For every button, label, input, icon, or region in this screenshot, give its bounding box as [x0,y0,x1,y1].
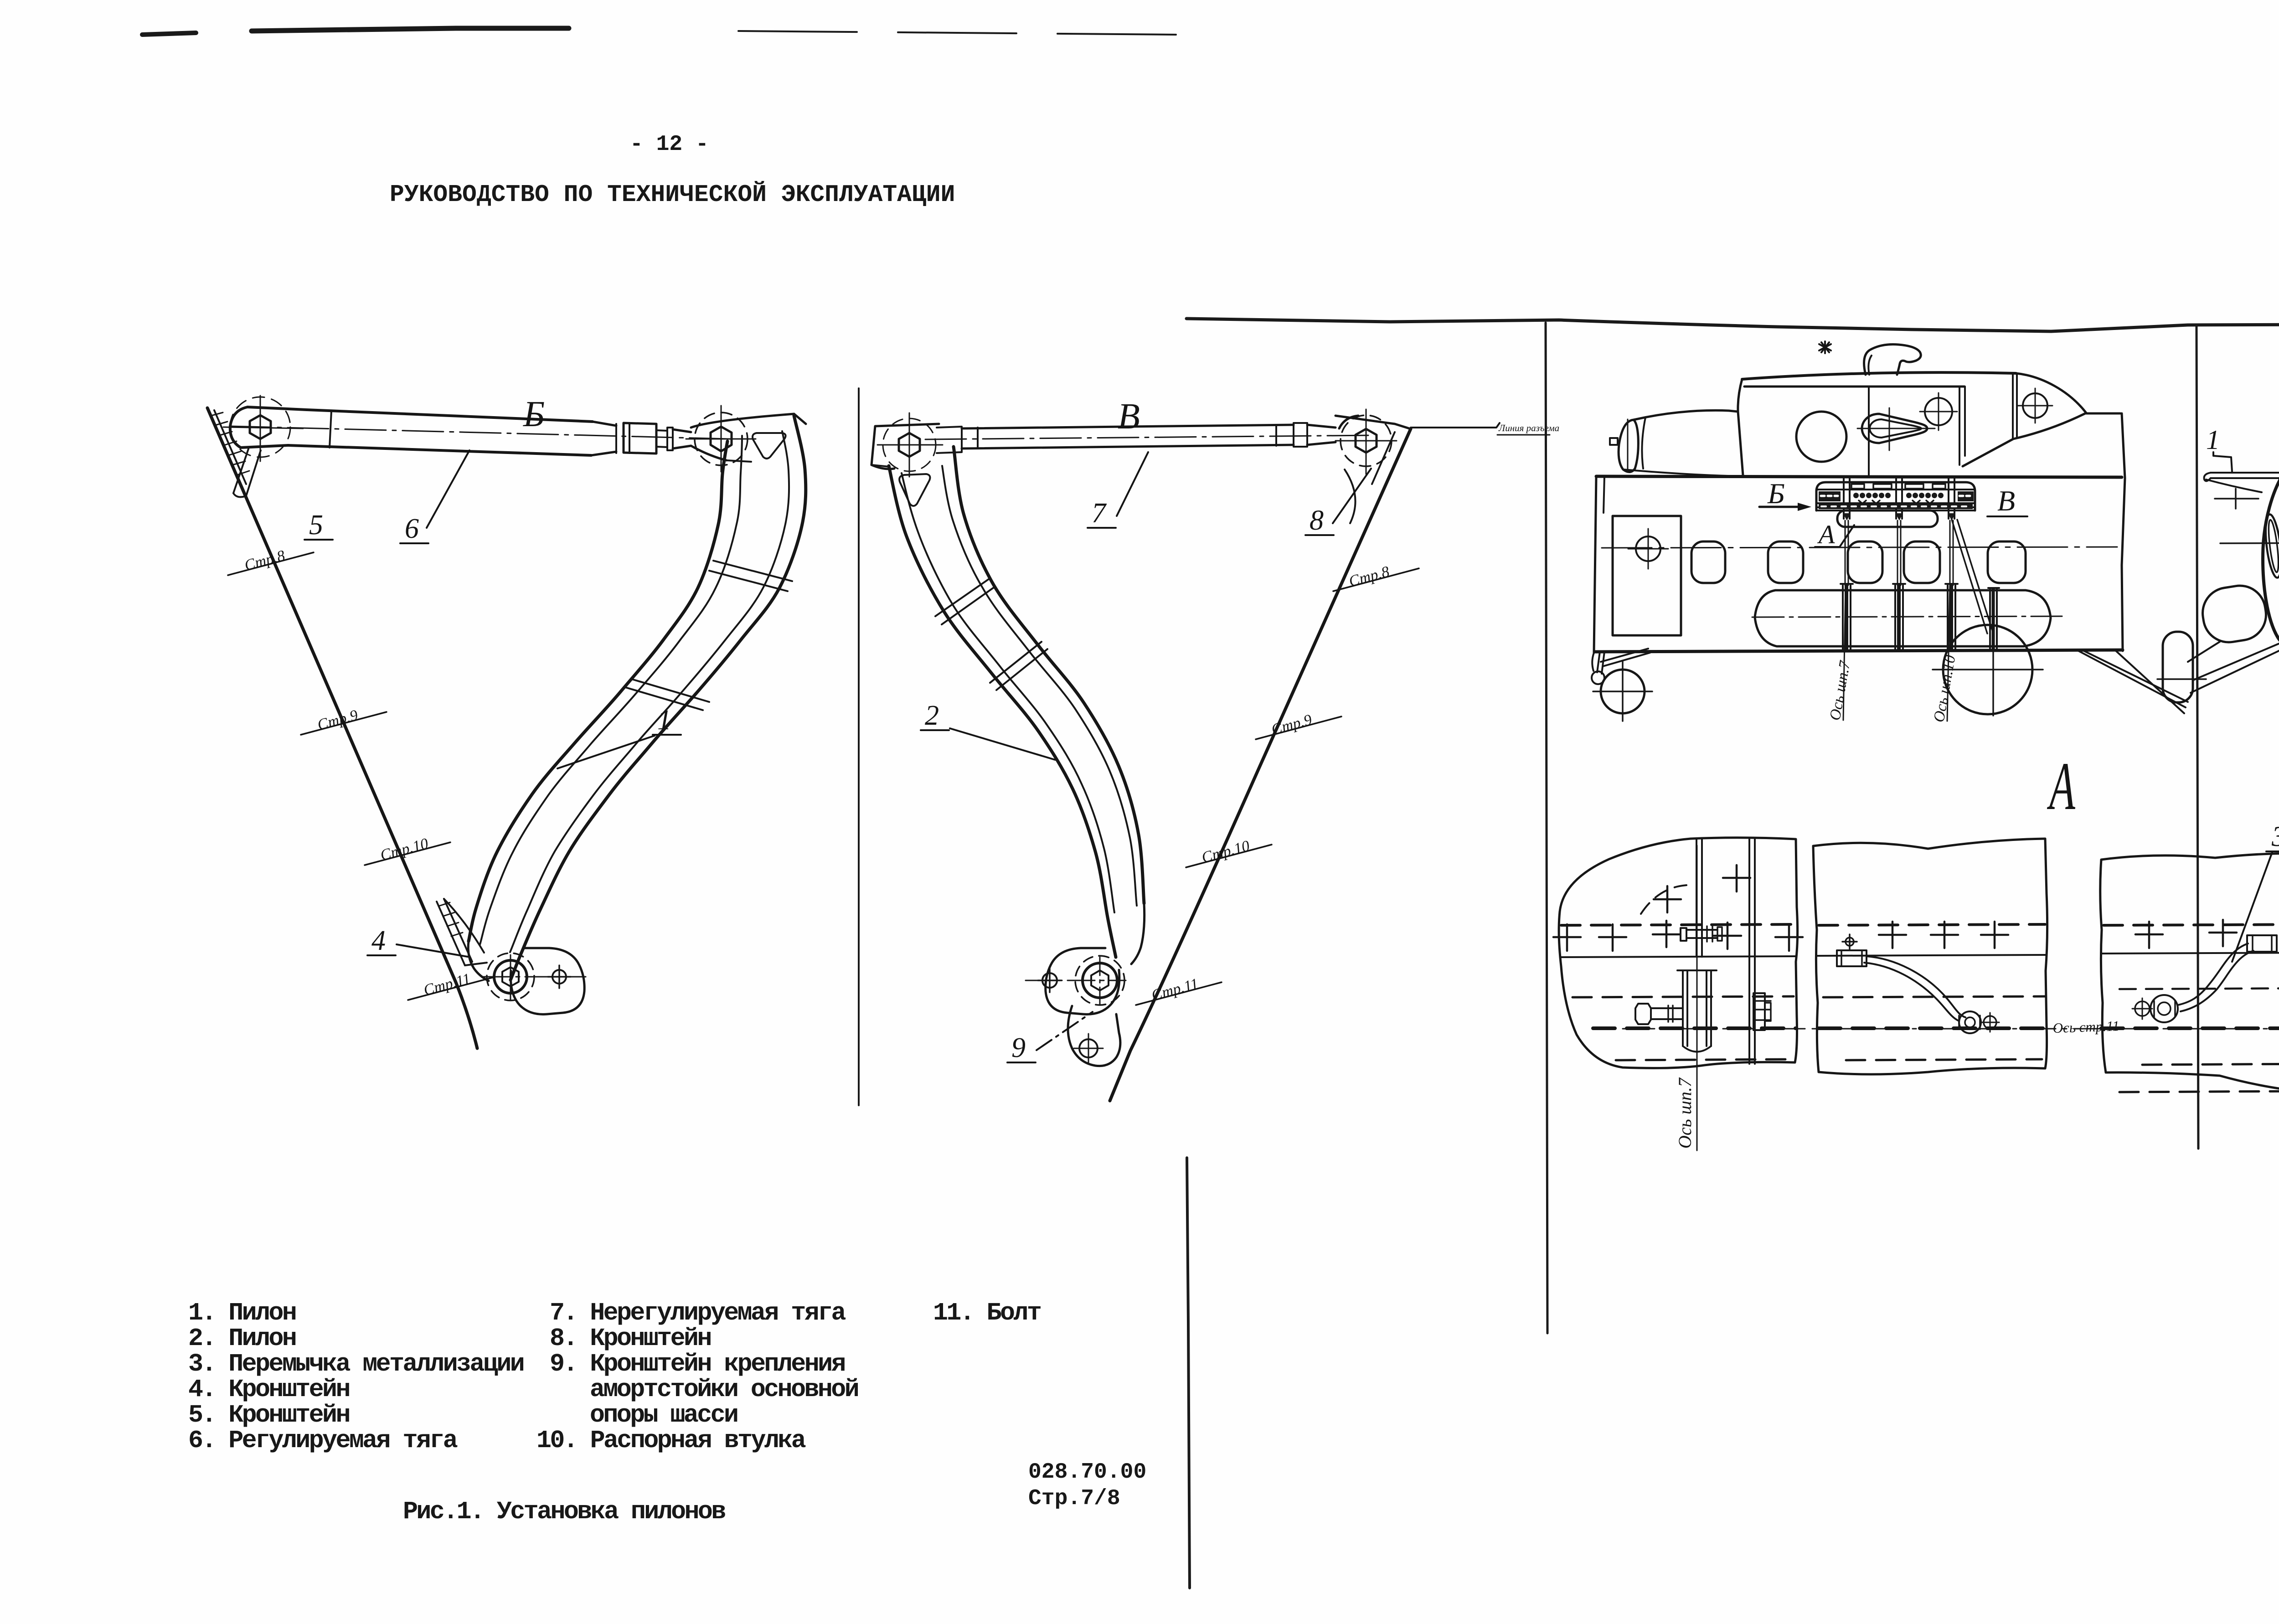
svg-text:Б: Б [1767,477,1785,510]
svg-text:10. Распорная втулка: 10. Распорная втулка [536,1426,806,1455]
svg-text:2: 2 [925,700,939,731]
svg-text:- 12 -: - 12 - [630,132,709,157]
svg-text:6. Регулируемая тяга: 6. Регулируемая тяга [188,1426,458,1455]
svg-text:Б: Б [523,394,545,434]
svg-text:А: А [1817,520,1835,549]
svg-text:11. Болт: 11. Болт [933,1299,1041,1327]
svg-text:В: В [1118,397,1140,437]
svg-text:Стр.8: Стр.8 [242,547,287,574]
svg-text:4: 4 [371,925,386,956]
svg-text:7: 7 [1092,498,1107,529]
svg-text:Стр.11: Стр.11 [422,970,472,999]
svg-text:Ось шп.7: Ось шп.7 [1826,659,1854,722]
svg-text:8: 8 [1310,505,1324,536]
svg-text:9. Кронштейн крепления: 9. Кронштейн крепления [550,1350,845,1378]
svg-text:3: 3 [2271,820,2279,852]
svg-text:Стр.9: Стр.9 [1269,711,1314,738]
svg-text:1. Пилон: 1. Пилон [188,1299,296,1327]
svg-text:3. Перемычка металлизации: 3. Перемычка металлизации [188,1350,524,1378]
svg-text:РУКОВОДСТВО ПО ТЕХНИЧЕСКОЙ ЭКС: РУКОВОДСТВО ПО ТЕХНИЧЕСКОЙ ЭКСПЛУАТАЦИИ [390,180,955,208]
svg-text:В: В [1997,485,2015,517]
svg-text:Стр.7/8: Стр.7/8 [1028,1486,1120,1511]
svg-text:амортстойки основной: амортстойки основной [590,1375,858,1404]
svg-text:Стр.8: Стр.8 [1347,563,1391,590]
svg-text:2. Пилон: 2. Пилон [188,1324,296,1353]
svg-text:5: 5 [309,510,323,541]
svg-text:1: 1 [2206,425,2220,455]
svg-text:5. Кронштейн: 5. Кронштейн [188,1401,349,1429]
svg-text:опоры шасси: опоры шасси [590,1401,737,1429]
svg-text:6: 6 [405,513,419,544]
svg-text:028.70.00: 028.70.00 [1028,1460,1146,1485]
svg-text:7. Нерегулируемая тяга: 7. Нерегулируемая тяга [550,1299,846,1327]
svg-text:Линия разъема: Линия разъема [1498,423,1559,433]
svg-text:8. Кронштейн: 8. Кронштейн [550,1324,711,1353]
svg-text:9: 9 [1011,1032,1026,1063]
svg-text:А: А [2047,748,2076,824]
svg-text:Рис.1. Установка пилонов: Рис.1. Установка пилонов [403,1497,725,1526]
svg-text:Ось стр.11: Ось стр.11 [2052,1018,2119,1036]
svg-text:Стр.11: Стр.11 [1150,975,1200,1004]
svg-text:4. Кронштейн: 4. Кронштейн [188,1375,349,1404]
svg-text:1: 1 [657,705,671,736]
svg-text:Ось шп.7: Ось шп.7 [1675,1077,1695,1149]
svg-text:Ось шп.10: Ось шп.10 [1930,654,1959,723]
